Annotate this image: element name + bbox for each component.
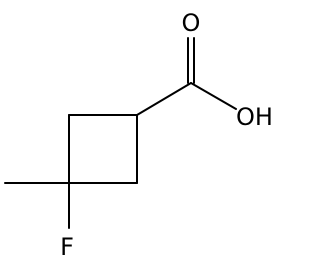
hydroxyl-bond xyxy=(190,82,237,110)
molecule-structure: O OH F xyxy=(4,9,273,261)
carbonyl-oxygen-label: O xyxy=(182,9,201,37)
fluorine-label: F xyxy=(60,233,74,261)
hydroxyl-label: OH xyxy=(236,103,273,131)
carboxyl-bond xyxy=(136,82,192,116)
